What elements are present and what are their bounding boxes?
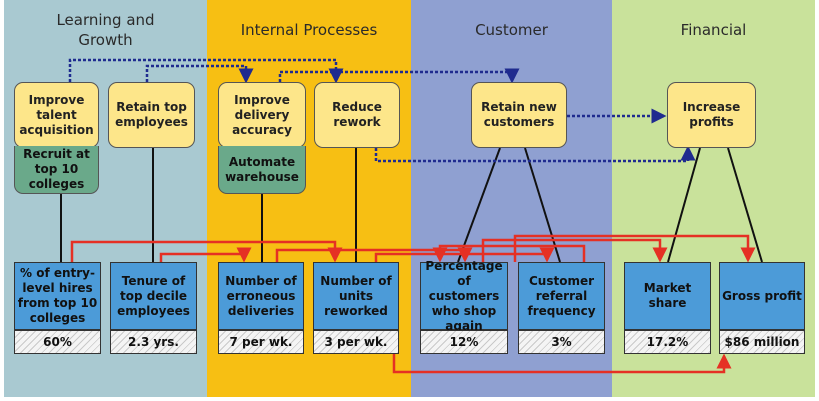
objective-improve-delivery-accuracy: Improve delivery accuracy bbox=[218, 82, 306, 148]
perspective-title: Financial bbox=[680, 21, 747, 39]
objective-increase-profits: Increase profits bbox=[667, 82, 756, 148]
measure-value-entry-level-hires: 60% bbox=[14, 330, 101, 354]
measure-value-gross-profit: $86 million bbox=[719, 330, 805, 354]
objective-reduce-rework: Reduce rework bbox=[314, 82, 400, 148]
measure-entry-level-hires: % of entry-level hires from top 10 colle… bbox=[14, 262, 101, 330]
measure-value-referral-frequency: 3% bbox=[518, 330, 605, 354]
measure-value-erroneous-deliveries: 7 per wk. bbox=[218, 330, 304, 354]
objective-retain-new-customers: Retain new customers bbox=[471, 82, 567, 148]
measure-tenure: Tenure of top decile employees bbox=[110, 262, 197, 330]
measure-gross-profit: Gross profit bbox=[719, 262, 805, 330]
measure-value-customers-shop-again: 12% bbox=[420, 330, 508, 354]
objective-improve-talent-acquisition: Improve talent acquisition bbox=[14, 82, 99, 148]
measure-customers-shop-again: Percentage of customers who shop again bbox=[420, 259, 508, 333]
measure-erroneous-deliveries: Number of erroneous deliveries bbox=[218, 262, 304, 330]
action-recruit-top-colleges: Recruit at top 10 colleges bbox=[14, 146, 99, 194]
action-automate-warehouse: Automate warehouse bbox=[218, 146, 306, 194]
measure-value-market-share: 17.2% bbox=[624, 330, 711, 354]
perspective-title: Internal Processes bbox=[240, 21, 378, 39]
measure-value-tenure: 2.3 yrs. bbox=[110, 330, 197, 354]
measure-referral-frequency: Customer referral frequency bbox=[518, 262, 605, 330]
perspective-title: Learning and Growth bbox=[56, 11, 155, 49]
objective-retain-top-employees: Retain top employees bbox=[108, 82, 195, 148]
measure-market-share: Market share bbox=[624, 262, 711, 330]
measure-units-reworked: Number of units reworked bbox=[313, 262, 399, 330]
measure-value-units-reworked: 3 per wk. bbox=[313, 330, 399, 354]
perspective-title: Customer bbox=[475, 21, 548, 39]
